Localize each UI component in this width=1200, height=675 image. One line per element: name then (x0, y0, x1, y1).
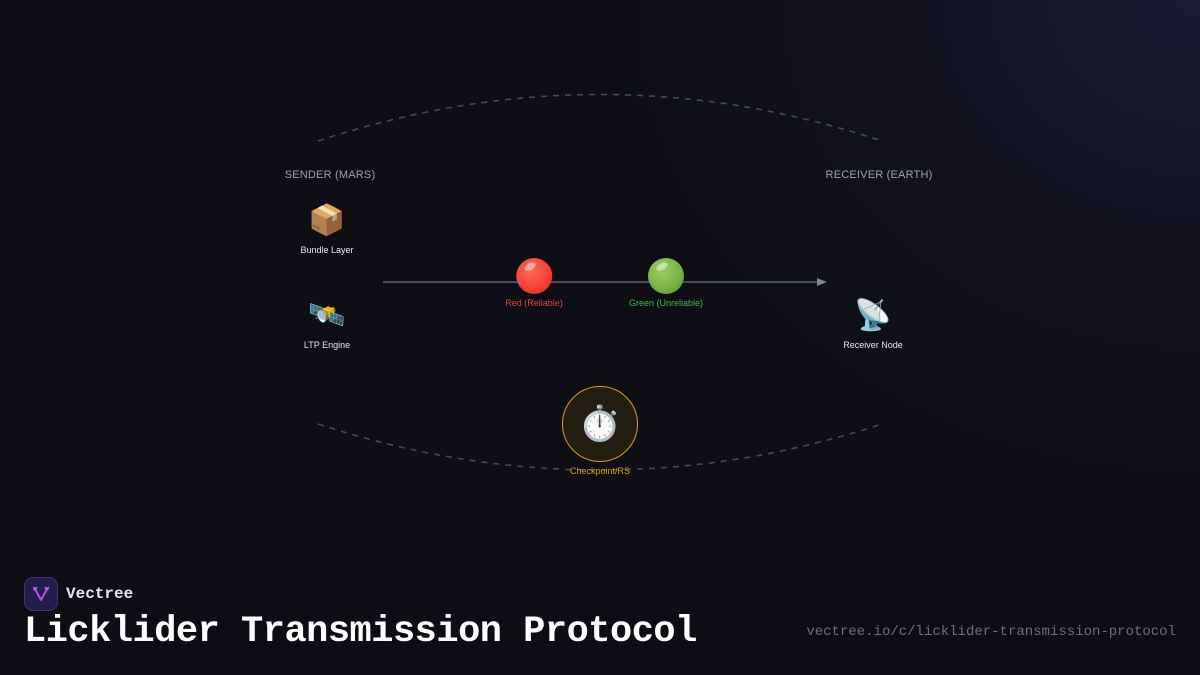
brand: Vectree (24, 577, 133, 611)
green-packet-label: Green (Unreliable) (628, 298, 704, 308)
page-title: Licklider Transmission Protocol (24, 611, 697, 653)
green-packet[interactable]: Green (Unreliable) (629, 258, 703, 308)
receiver-label: RECEIVER (EARTH) (825, 169, 933, 181)
receiver-node[interactable]: 📡 Receiver Node (843, 298, 903, 350)
brand-name: Vectree (66, 585, 134, 603)
red-circle-icon (516, 258, 552, 294)
course-url-link[interactable]: vectree.io/c/licklider-transmission-prot… (806, 624, 1176, 640)
top-orbit-arc (317, 93, 883, 142)
green-circle-icon (648, 258, 684, 294)
sender-label: SENDER (MARS) (284, 169, 376, 181)
ltp-engine-label: LTP Engine (303, 340, 351, 350)
checkpoint-ring: ⏱️ (562, 386, 638, 462)
package-icon: 📦 (308, 204, 346, 237)
checkpoint-node[interactable]: ⏱️ Checkpoint/RS (562, 386, 638, 476)
satellite-dish-icon: 📡 (854, 299, 892, 332)
vectree-logo-icon (24, 577, 58, 611)
red-packet-label: Red (Reliable) (505, 298, 563, 308)
stopwatch-icon: ⏱️ (578, 405, 622, 443)
satellite-icon: 🛰️ (308, 299, 346, 332)
receiver-node-label: Receiver Node (843, 340, 903, 350)
ltp-engine-node[interactable]: 🛰️ LTP Engine (304, 298, 350, 350)
red-packet[interactable]: Red (Reliable) (505, 258, 563, 308)
checkpoint-label: Checkpoint/RS (569, 466, 631, 476)
bundle-layer-node[interactable]: 📦 Bundle Layer (300, 203, 353, 255)
bundle-layer-label: Bundle Layer (300, 245, 354, 255)
